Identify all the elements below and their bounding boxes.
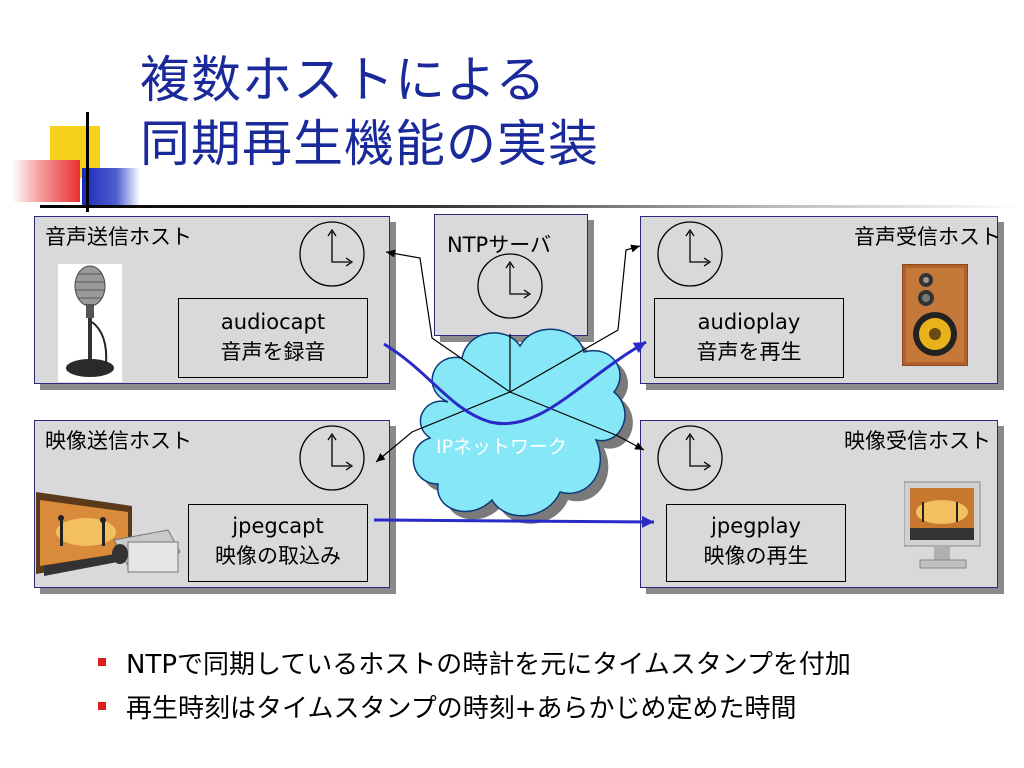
bullet-text: NTPで同期しているホストの時計を元にタイムスタンプを付加 bbox=[126, 649, 851, 680]
monitor-image bbox=[904, 481, 981, 569]
jpegplay-desc: 映像の再生 bbox=[703, 544, 809, 568]
ntp-server-label: NTPサーバ bbox=[447, 233, 551, 257]
microphone-image bbox=[58, 264, 122, 382]
title-line-1: 複数ホストによる bbox=[140, 51, 547, 109]
title-underline bbox=[40, 205, 1020, 208]
bullet-item: NTPで同期しているホストの時計を元にタイムスタンプを付加 bbox=[98, 640, 851, 684]
bullet-marker bbox=[98, 702, 106, 710]
bullet-text: 再生時刻はタイムスタンプの時刻+あらかじめ定めた時間 bbox=[126, 693, 797, 724]
deco-red-square bbox=[12, 160, 80, 202]
audio-send-host-label: 音声送信ホスト bbox=[45, 225, 192, 249]
title-line-2: 同期再生機能の実装 bbox=[140, 115, 599, 173]
ntp-server-host: NTPサーバ bbox=[434, 214, 588, 336]
audioplay-desc: 音声を再生 bbox=[696, 340, 802, 364]
jpegcapt-desc: 映像の取込み bbox=[215, 544, 341, 568]
network-cloud bbox=[412, 328, 633, 524]
video-recv-host-label: 映像受信ホスト bbox=[844, 429, 991, 453]
jpegcapt-process: jpegcapt 映像の取込み bbox=[188, 504, 368, 582]
bullet-marker bbox=[98, 658, 106, 666]
jpegplay-process: jpegplay 映像の再生 bbox=[666, 504, 846, 582]
bullet-item: 再生時刻はタイムスタンプの時刻+あらかじめ定めた時間 bbox=[98, 684, 851, 728]
slide-title: 複数ホストによる 同期再生機能の実装 bbox=[140, 48, 599, 176]
audiocapt-process: audiocapt 音声を録音 bbox=[178, 298, 368, 378]
audiocapt-desc: 音声を録音 bbox=[220, 340, 326, 364]
audio-recv-host-label: 音声受信ホスト bbox=[854, 225, 1001, 249]
audioplay-name: audioplay bbox=[697, 310, 801, 334]
audiocapt-name: audiocapt bbox=[220, 310, 326, 334]
network-label: IPネットワーク bbox=[436, 436, 568, 458]
jpegplay-name: jpegplay bbox=[711, 514, 801, 538]
deco-blue-square bbox=[82, 168, 140, 208]
camera-image bbox=[36, 492, 181, 576]
bullet-list: NTPで同期しているホストの時計を元にタイムスタンプを付加 再生時刻はタイムスタ… bbox=[98, 640, 851, 728]
jpegcapt-name: jpegcapt bbox=[232, 514, 324, 538]
speaker-image bbox=[902, 264, 968, 366]
video-send-host-label: 映像送信ホスト bbox=[45, 429, 192, 453]
deco-vertical-line bbox=[86, 112, 89, 212]
audioplay-process: audioplay 音声を再生 bbox=[654, 298, 844, 378]
